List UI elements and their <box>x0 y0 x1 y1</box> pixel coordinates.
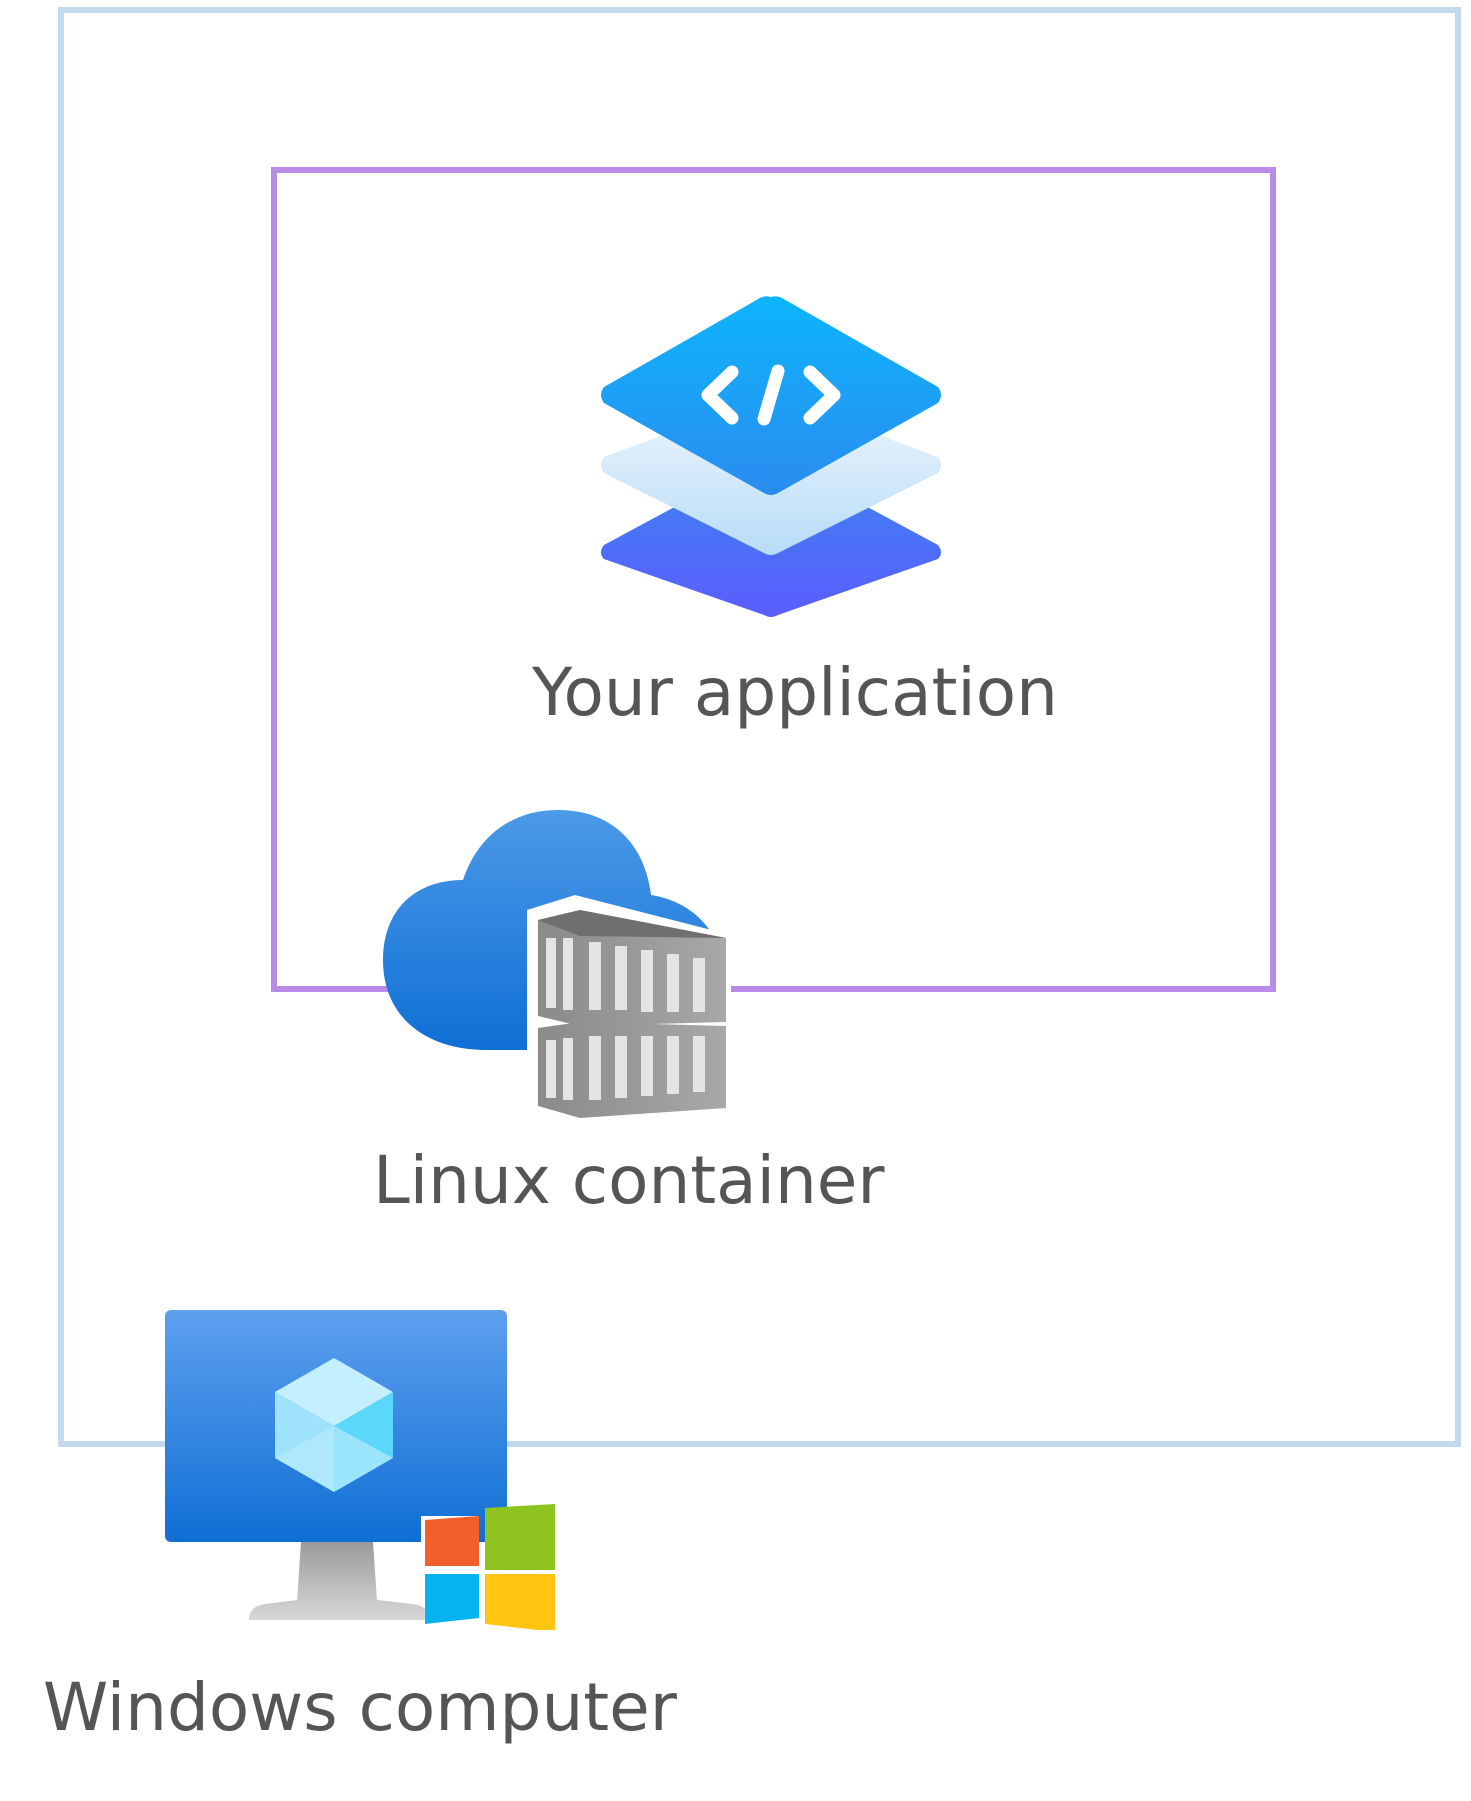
windows-monitor-icon <box>163 1310 555 1630</box>
cloud-container-icon <box>383 810 731 1122</box>
computer-label: Windows computer <box>43 1669 677 1746</box>
linux-container-boundary <box>271 167 1276 992</box>
app-layers-code-icon <box>598 295 944 619</box>
container-label: Linux container <box>373 1142 885 1219</box>
windows-computer-boundary <box>58 7 1461 1447</box>
application-label: Your application <box>532 654 1058 731</box>
